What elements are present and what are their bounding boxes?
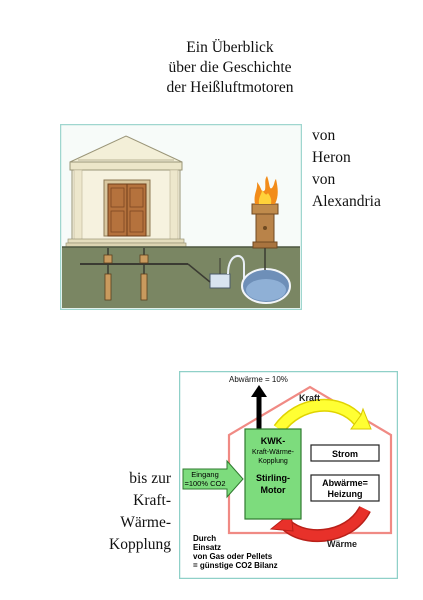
house-outline <box>227 385 393 535</box>
eingang-line: Eingang <box>191 470 219 479</box>
kwk-diagram: Abwärme = 10% Kraft Strom Abwärme= Heizu… <box>178 370 399 580</box>
heron-label-line: von <box>312 127 336 144</box>
heron-temple-figure <box>59 123 303 311</box>
kwk-line: KWK- <box>261 436 286 446</box>
input-arrow-icon <box>182 459 244 499</box>
kwk-label-line: Kraft- <box>133 492 171 509</box>
up-arrow-icon <box>251 385 267 397</box>
heron-label-line: von <box>312 171 336 188</box>
strom-text: Strom <box>332 449 358 459</box>
stirling-line: Motor <box>261 485 286 495</box>
title-line: Ein Überblick <box>186 39 274 56</box>
heron-temple-illustration <box>59 123 303 311</box>
kwk-diagram-figure: Abwärme = 10% Kraft Strom Abwärme= Heizu… <box>178 370 399 580</box>
eingang-line: =100% CO2 <box>184 479 225 488</box>
heron-label-line: Heron <box>312 149 351 166</box>
kwk-label-line: bis zur <box>129 470 171 487</box>
waerme-text: Wärme <box>327 539 357 549</box>
durch-line: von Gas oder Pellets <box>193 552 273 561</box>
kraft-text: Kraft <box>299 393 320 403</box>
kwk-line: Kopplung <box>258 458 288 465</box>
durch-line: Einsatz <box>193 543 221 552</box>
yellow-arrow-head <box>350 407 372 430</box>
kwk-label-line: Kopplung <box>109 536 171 553</box>
kwk-label: bis zur Kraft- Wärme- Kopplung <box>109 468 171 556</box>
kwk-line: Kraft-Wärme- <box>252 449 295 456</box>
heron-label: von Heron von Alexandria <box>312 125 381 213</box>
abwaerme-heizung-line: Heizung <box>328 489 363 499</box>
abwaerme-top-text: Abwärme = 10% <box>229 375 288 384</box>
kwk-label-line: Wärme- <box>120 514 171 531</box>
stirling-line: Stirling- <box>256 473 290 483</box>
durch-line: = günstige CO2 Bilanz <box>193 561 278 570</box>
title-line: über die Geschichte <box>168 59 292 76</box>
durch-line: Durch <box>193 534 216 543</box>
heron-label-line: Alexandria <box>312 193 381 210</box>
document-title: Ein Überblick über die Geschichte der He… <box>100 38 360 98</box>
abwaerme-heizung-line: Abwärme= <box>322 478 368 488</box>
title-line: der Heißluftmotoren <box>166 79 294 96</box>
